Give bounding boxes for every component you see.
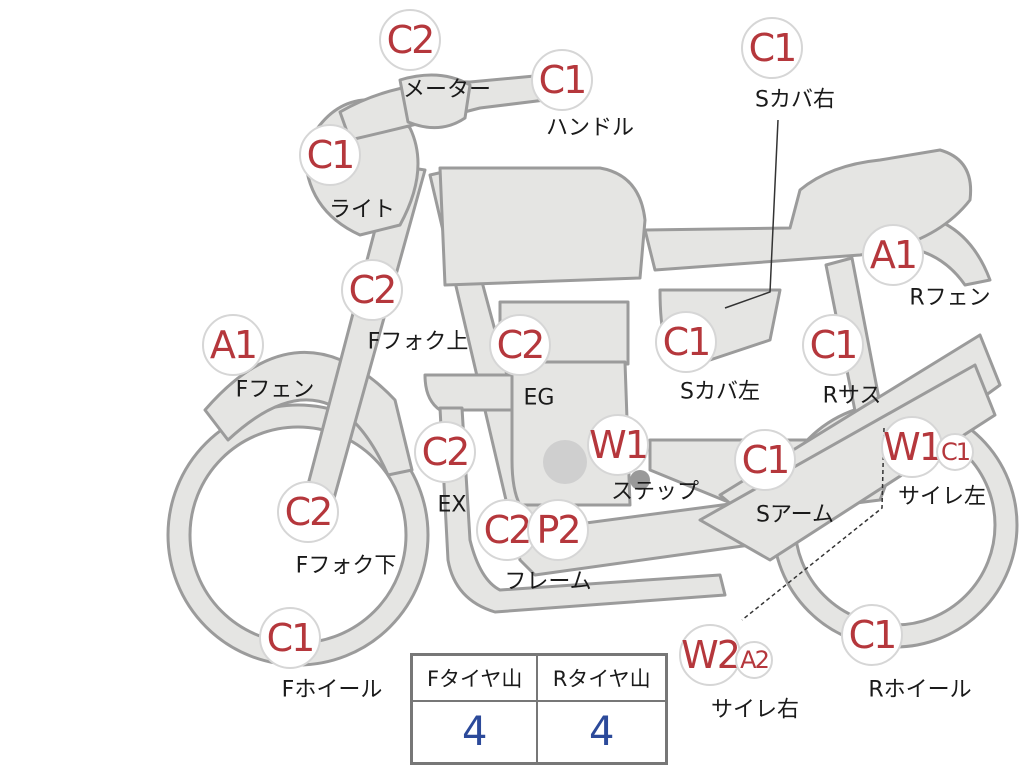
label-rear-fender: Rフェン: [909, 286, 990, 311]
badge-rear-wheel: C1: [841, 604, 903, 666]
badge-code: W1: [589, 423, 647, 467]
label-step: ステップ: [611, 480, 699, 505]
label-rear-suspension: Rサス: [823, 384, 882, 409]
badge-code: C1: [539, 58, 586, 102]
badge-code: C1: [663, 320, 710, 364]
badge-code: W2: [681, 633, 739, 677]
badge-frame: C2: [476, 499, 538, 561]
badge-code: C2: [422, 430, 469, 474]
badge-rear-suspension: C1: [802, 314, 864, 376]
badge-muffler-right: W2: [679, 624, 741, 686]
badge-fork-upper: C2: [341, 259, 403, 321]
label-muffler-right: サイレ右: [711, 698, 799, 723]
badge-code: P2: [536, 508, 579, 552]
value-front-tire: 4: [410, 700, 539, 765]
header-rear-tire: Rタイヤ山: [536, 653, 668, 702]
header-front-tire: Fタイヤ山: [410, 653, 539, 702]
badge-code: C1: [810, 323, 857, 367]
badge-muffler-left: W1: [881, 416, 943, 478]
badge-front-fender: A1: [202, 314, 264, 376]
badge-code: W1: [883, 425, 941, 469]
label-swing-arm: Sアーム: [756, 503, 834, 528]
label-rear-wheel: Rホイール: [868, 678, 971, 703]
badge-handle: C1: [531, 49, 593, 111]
badge-code: C1: [307, 133, 354, 177]
badge-code: C2: [387, 18, 434, 62]
badge-rear-fender: A1: [862, 224, 924, 286]
badge-code: C1: [749, 26, 796, 70]
badge-code: C1: [941, 438, 970, 466]
label-fork-upper: Fフォク上: [368, 330, 469, 355]
label-handle: ハンドル: [546, 116, 634, 141]
label-light: ライト: [329, 198, 395, 223]
table-header-row: Fタイヤ山 Rタイヤ山: [410, 653, 668, 702]
tire-tread-table: Fタイヤ山 Rタイヤ山 4 4: [410, 653, 668, 765]
label-side-cover-right: Sカバ右: [755, 88, 835, 113]
label-exhaust: EX: [438, 493, 467, 518]
leader-lines: [724, 119, 885, 621]
label-frame: フレーム: [504, 570, 591, 595]
badge-meter: C2: [379, 9, 441, 71]
badge-side-cover-left: C1: [655, 311, 717, 373]
label-front-fender: Fフェン: [236, 378, 315, 403]
badge-light: C1: [299, 124, 361, 186]
label-engine: EG: [524, 386, 555, 411]
badge-code: A1: [870, 233, 916, 277]
label-meter: メーター: [403, 78, 491, 103]
table-row: 4 4: [410, 700, 668, 765]
badge-code: C2: [484, 508, 531, 552]
badge-code: A2: [740, 646, 768, 674]
badge-swing-arm: C1: [734, 429, 796, 491]
label-muffler-left: サイレ左: [898, 485, 986, 510]
badge-exhaust: C2: [414, 421, 476, 483]
badge-engine: C2: [489, 314, 551, 376]
badge-code: C2: [497, 323, 544, 367]
label-side-cover-left: Sカバ左: [680, 380, 760, 405]
badge-front-wheel: C1: [259, 607, 321, 669]
badge-step: W1: [587, 414, 649, 476]
badge-code: C2: [349, 268, 396, 312]
badge-code: A1: [210, 323, 256, 367]
badge-fork-lower: C2: [277, 481, 339, 543]
label-fork-lower: Fフォク下: [296, 554, 397, 579]
badge-code: C1: [849, 613, 896, 657]
badge-side-cover-right: C1: [741, 17, 803, 79]
badge-frame-sub: P2: [527, 499, 589, 561]
badge-code: C2: [285, 490, 332, 534]
value-rear-tire: 4: [536, 700, 668, 765]
badge-muffler-right-sub: A2: [735, 641, 773, 679]
badge-code: C1: [267, 616, 314, 660]
badge-muffler-left-sub: C1: [936, 433, 974, 471]
badge-code: C1: [742, 438, 789, 482]
label-front-wheel: Fホイール: [282, 678, 383, 703]
